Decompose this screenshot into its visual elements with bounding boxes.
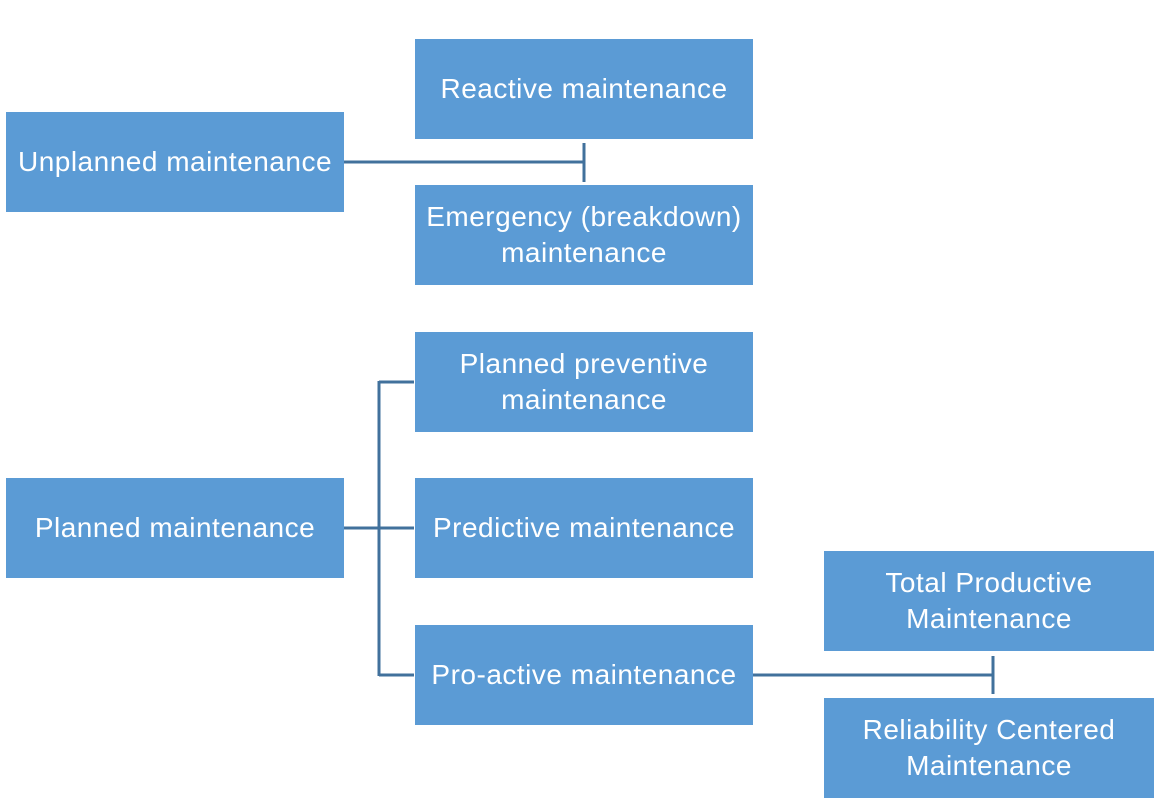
node-proactive-maintenance: Pro-active maintenance — [415, 625, 753, 725]
node-planned-maintenance: Planned maintenance — [6, 478, 344, 578]
node-total-productive-maintenance: Total Productive Maintenance — [824, 551, 1154, 651]
node-emergency-maintenance: Emergency (breakdown) maintenance — [415, 185, 753, 285]
node-planned-preventive-maintenance: Planned preventive maintenance — [415, 332, 753, 432]
node-unplanned-maintenance: Unplanned maintenance — [6, 112, 344, 212]
node-predictive-maintenance: Predictive maintenance — [415, 478, 753, 578]
node-reactive-maintenance: Reactive maintenance — [415, 39, 753, 139]
node-reliability-centered-maintenance: Reliability Centered Maintenance — [824, 698, 1154, 798]
